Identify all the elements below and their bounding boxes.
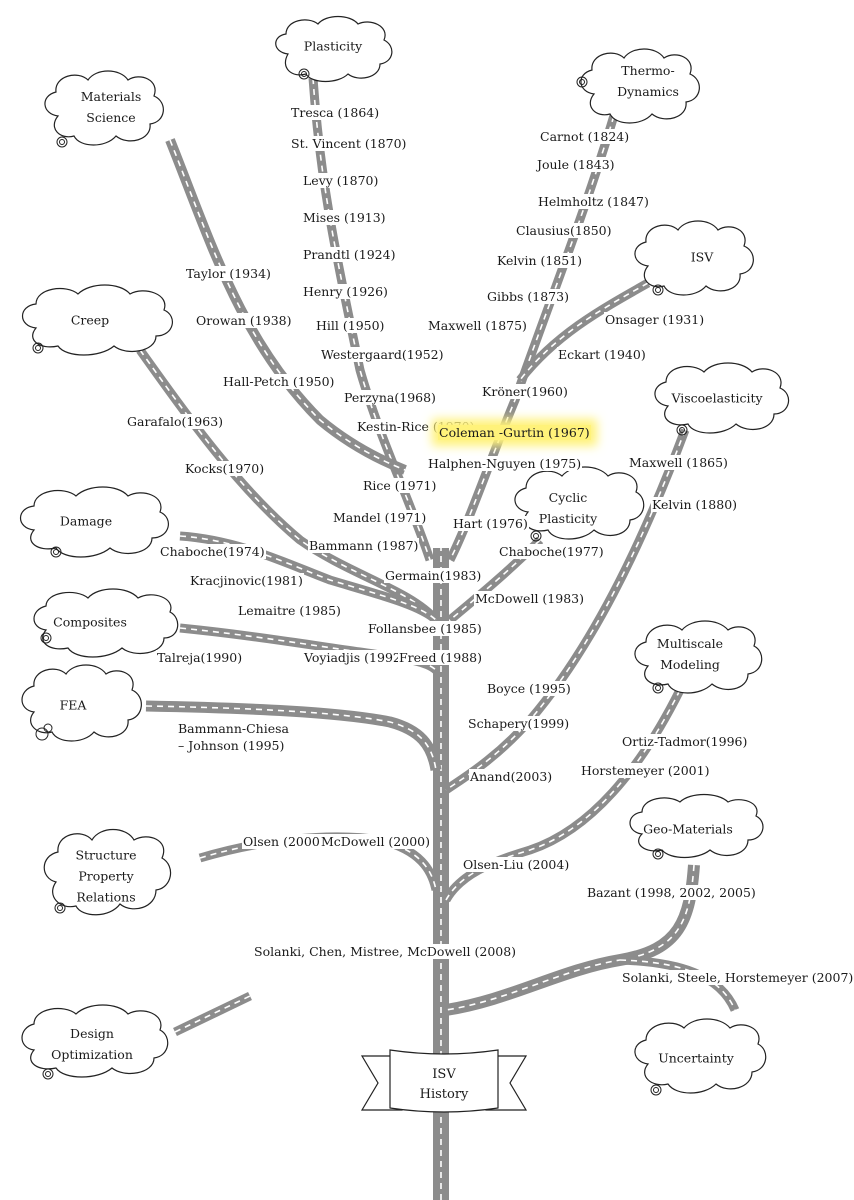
label-olsen-liu: Olsen-Liu (2004) [462, 857, 571, 872]
isv-road [516, 279, 651, 383]
label-mcdowell-1983: McDowell (1983) [474, 591, 585, 606]
label-kracjinovic: Kracjinovic(1981) [189, 573, 304, 588]
label-mises: Mises (1913) [302, 210, 387, 225]
isv-cloud [634, 220, 754, 296]
label-helmholtz: Helmholtz (1847) [537, 194, 650, 209]
label-st-vincent: St. Vincent (1870) [290, 136, 408, 151]
label-kocks: Kocks(1970) [184, 461, 266, 476]
cloud-label-viscoelasticity: Viscoelasticity [671, 390, 763, 406]
materials-science-cloud [44, 70, 164, 148]
materials-science-road [165, 138, 407, 475]
creep-cloud [21, 284, 173, 356]
cloud-label-damage: Damage [59, 513, 113, 529]
label-carnot: Carnot (1824) [539, 129, 631, 144]
label-garafalo: Garafalo(1963) [126, 414, 225, 429]
label-hart: Hart (1976) [452, 516, 529, 531]
cloud-label-isv: ISV [690, 249, 714, 265]
cloud-label-multiscale-modeling: Multiscale Modeling [656, 636, 724, 672]
cloud-label-cyclic-plasticity: Cyclic Plasticity [538, 490, 598, 526]
label-westergaard: Westergaard(1952) [320, 347, 445, 362]
label-prandtl: Prandtl (1924) [302, 247, 397, 262]
design-optimization-cloud [21, 1004, 169, 1080]
label-levy: Levy (1870) [302, 173, 380, 188]
label-voyiadjis: Voyiadjis (1992) [303, 650, 407, 665]
label-bammann-chiesa-2: – Johnson (1995) [177, 738, 286, 753]
label-kelvin-1851: Kelvin (1851) [496, 253, 584, 268]
label-orowan: Orowan (1938) [195, 313, 293, 328]
cloud-label-plasticity: Plasticity [303, 38, 363, 54]
label-taylor: Taylor (1934) [185, 266, 272, 281]
label-maxwell-1865: Maxwell (1865) [628, 455, 729, 470]
label-talreja: Talreja(1990) [156, 650, 244, 665]
label-clausius: Clausius(1850) [515, 223, 613, 238]
label-lemaitre: Lemaitre (1985) [237, 603, 342, 618]
label-freed: Freed (1988) [398, 650, 483, 665]
label-mandel: Mandel (1971) [332, 510, 428, 525]
structure-property-cloud [43, 828, 172, 916]
isv-history-diagram: Materials Science Plasticity Thermo- Dyn… [19, 15, 854, 1200]
cloud-label-creep: Creep [70, 312, 110, 328]
label-hall-petch: Hall-Petch (1950) [222, 374, 336, 389]
label-halphen-nguyen: Halphen-Nguyen (1975) [427, 456, 583, 471]
banner-line-1: ISV [432, 1067, 456, 1082]
uncertainty-road [619, 955, 740, 1012]
label-chaboche-1977: Chaboche(1977) [498, 544, 605, 559]
label-solanki-steele: Solanki, Steele, Horstemeyer (2007) [621, 970, 854, 985]
label-gibbs: Gibbs (1873) [486, 289, 570, 304]
cloud-label-uncertainty: Uncertainty [658, 1050, 734, 1066]
fea-road [145, 700, 442, 772]
label-mcdowell-2000: McDowell (2000) [320, 834, 431, 849]
label-hill: Hill (1950) [315, 318, 386, 333]
label-eckart: Eckart (1940) [557, 347, 647, 362]
cloud-label-geo-materials: Geo-Materials [643, 821, 733, 837]
multiscale-modeling-cloud [634, 620, 763, 694]
composites-cloud [33, 588, 179, 658]
thermo-dynamics-cloud [576, 48, 700, 124]
label-bammann-chiesa-1: Bammann-Chiesa [177, 721, 290, 736]
label-bazant: Bazant (1998, 2002, 2005) [586, 885, 757, 900]
banner-line-2: History [419, 1087, 469, 1102]
label-maxwell-1875: Maxwell (1875) [427, 318, 528, 333]
label-rice: Rice (1971) [362, 478, 438, 493]
uncertainty-cloud [634, 1018, 767, 1096]
label-joule: Joule (1843) [536, 157, 616, 172]
plasticity-cloud [275, 15, 393, 83]
damage-road [179, 531, 440, 624]
label-ortiz-tadmor: Ortiz-Tadmor(1996) [621, 734, 749, 749]
label-bammann: Bammann (1987) [308, 538, 420, 553]
label-tresca: Tresca (1864) [290, 105, 381, 120]
label-boyce: Boyce (1995) [486, 681, 572, 696]
label-onsager: Onsager (1931) [604, 312, 706, 327]
cloud-label-structure-property: Structure Property Relations [75, 847, 137, 905]
label-kelvin-1880: Kelvin (1880) [651, 497, 739, 512]
label-anand: Anand(2003) [469, 769, 554, 784]
label-henry: Henry (1926) [302, 284, 389, 299]
geo-materials-cloud [629, 793, 764, 860]
label-follansbee: Follansbee (1985) [367, 621, 483, 636]
fea-cloud [21, 664, 142, 742]
banner-title: ISV History [404, 1065, 484, 1105]
cyclic-plasticity-cloud [514, 466, 645, 542]
label-schapery: Schapery(1999) [467, 716, 571, 731]
creep-road [136, 347, 440, 624]
label-coleman-gurtin: Coleman -Gurtin (1967) [438, 425, 591, 440]
label-kroner: Kröner(1960) [481, 384, 569, 399]
geo-materials-road [445, 864, 700, 1016]
damage-cloud [19, 486, 169, 558]
cloud-label-fea: FEA [59, 697, 87, 713]
cloud-label-composites: Composites [53, 614, 127, 630]
label-olsen-2000: Olsen (2000) [242, 834, 326, 849]
viscoelasticity-cloud [654, 362, 790, 436]
cloud-label-thermo-dynamics: Thermo- Dynamics [617, 63, 679, 99]
label-chaboche-1974: Chaboche(1974) [159, 544, 266, 559]
label-germain: Germain(1983) [384, 568, 483, 583]
isv-history-banner [360, 1049, 528, 1113]
thermodynamics-road [445, 93, 625, 563]
label-perzyna: Perzyna(1968) [343, 390, 437, 405]
label-solanki-chen: Solanki, Chen, Mistree, McDowell (2008) [253, 944, 518, 959]
design-optimization-road [173, 991, 252, 1037]
cloud-label-design-optimization: Design Optimization [51, 1026, 133, 1062]
label-horstemeyer: Horstemeyer (2001) [580, 763, 711, 778]
cloud-label-materials-science: Materials Science [80, 89, 142, 125]
